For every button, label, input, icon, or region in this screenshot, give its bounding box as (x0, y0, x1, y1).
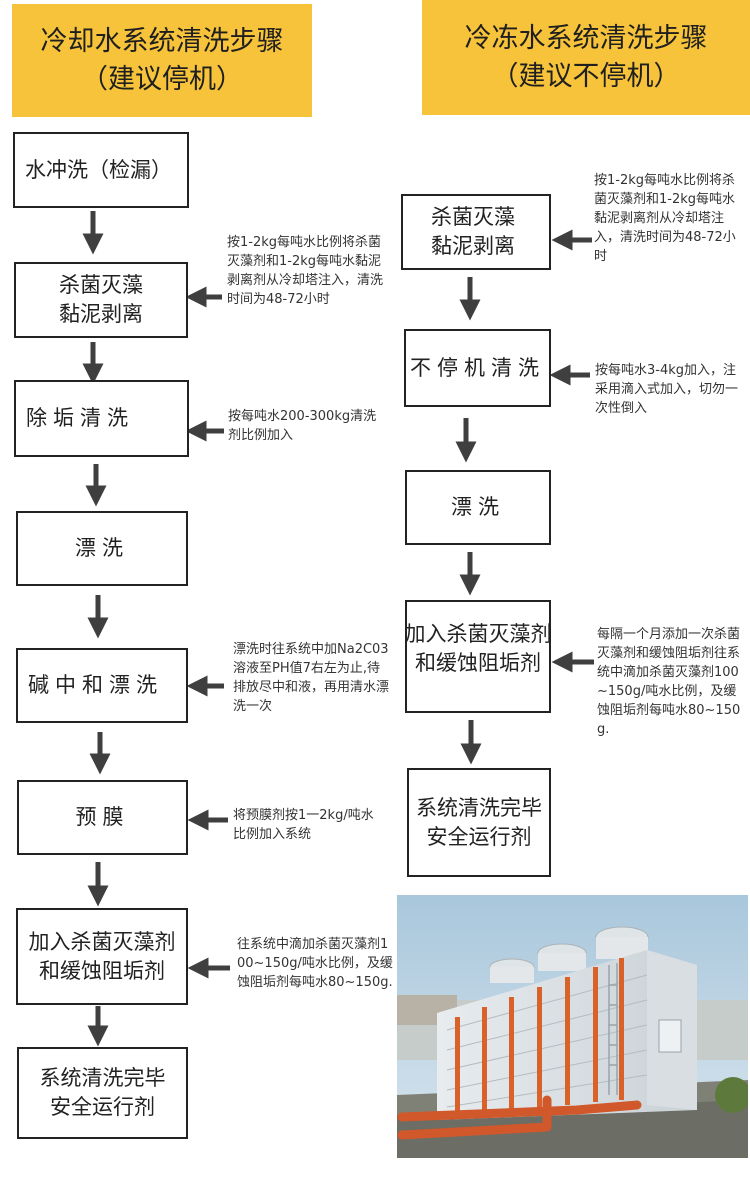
step-label-line1: 杀菌灭藻 (59, 273, 143, 297)
right-step-sterilize: 杀菌灭藻 黏泥剥离 (401, 194, 551, 270)
left-step-rinse: 漂洗 (16, 511, 188, 586)
right-step-add-agents: 加入杀菌灭藻剂 和缓蚀阻垢剂 (404, 600, 552, 713)
step-label-line2: 安全运行剂 (426, 824, 532, 849)
step-label: 不停机清洗 (410, 355, 545, 380)
left-note-descale: 按每吨水200-300kg清洗剂比例加入 (228, 409, 377, 443)
left-note-add-agents: 往系统中滴加杀菌灭藻剂100~150g/吨水比例，及缓蚀阻垢剂每吨水80~150… (237, 937, 393, 990)
step-label-line2: 安全运行剂 (50, 1095, 155, 1119)
step-label-line1: 加入杀菌灭藻剂 (404, 622, 552, 646)
step-label-line2: 黏泥剥离 (59, 302, 143, 326)
right-note-sterilize: 按1-2kg每吨水比例将杀菌灭藻剂和1-2kg每吨水黏泥剥离剂从冷却塔注入，清洗… (594, 173, 736, 264)
left-step-prefilm: 预膜 (17, 780, 188, 855)
left-step-complete: 系统清洗完毕 安全运行剂 (17, 1047, 188, 1139)
step-label: 漂洗 (75, 536, 129, 560)
step-label-line2: 和缓蚀阻垢剂 (39, 958, 165, 983)
left-step-descale: 除垢清洗 (14, 380, 189, 457)
right-step-rinse: 漂洗 (405, 470, 551, 545)
left-step-add-agents: 加入杀菌灭藻剂 和缓蚀阻垢剂 (16, 908, 188, 1005)
right-title-line2: （建议不停机） (491, 60, 681, 92)
right-note-online-clean: 按每吨水3-4kg加入，注采用滴入式加入，切勿一次性倒入 (595, 363, 739, 416)
step-label-line1: 杀菌灭藻 (431, 205, 515, 229)
right-step-complete: 系统清洗完毕 安全运行剂 (407, 768, 551, 877)
step-label: 水冲洗（检漏） (25, 157, 172, 182)
right-note-add-agents: 每隔一个月添加一次杀菌灭藻剂和缓蚀阻垢剂往系统中滴加杀菌灭藻剂100~150g/… (597, 627, 741, 737)
step-label: 除垢清洗 (26, 406, 134, 430)
step-label-line1: 系统清洗完毕 (39, 1066, 166, 1090)
step-label: 碱中和漂洗 (28, 673, 163, 697)
left-note-sterilize: 按1-2kg每吨水比例将杀菌灭藻剂和1-2kg每吨水黏泥剥离剂从冷却塔注入，清洗… (227, 235, 384, 307)
right-step-online-clean: 不停机清洗 (404, 329, 551, 407)
left-title-banner: 冷却水系统清洗步骤 （建议停机） (12, 4, 312, 117)
step-label-line1: 系统清洗完毕 (416, 795, 542, 820)
left-step-alkali-neutralize: 碱中和漂洗 (16, 648, 188, 723)
left-step-water-flush: 水冲洗（检漏） (13, 132, 189, 208)
step-label: 预膜 (75, 805, 130, 829)
step-label: 漂洗 (451, 495, 505, 519)
right-title-banner: 冷冻水系统清洗步骤 （建议不停机） (422, 0, 750, 115)
step-label-line2: 和缓蚀阻垢剂 (415, 651, 541, 675)
step-label-line2: 黏泥剥离 (431, 234, 515, 258)
left-title-line1: 冷却水系统清洗步骤 (40, 25, 284, 57)
right-title-line1: 冷冻水系统清洗步骤 (464, 22, 708, 54)
step-label-line1: 加入杀菌灭藻剂 (28, 929, 176, 954)
left-note-alkali: 漂洗时往系统中加Na2C03溶液至PH值7右左为止,待排放尽中和液，再用清水漂洗… (233, 642, 390, 714)
left-note-prefilm: 将预膜剂按1一2kg/吨水比例加入系统 (233, 808, 374, 842)
left-step-sterilize: 杀菌灭藻 黏泥剥离 (14, 262, 188, 338)
cooling-tower-photo (397, 895, 748, 1158)
left-title-line2: （建议停机） (81, 63, 243, 95)
